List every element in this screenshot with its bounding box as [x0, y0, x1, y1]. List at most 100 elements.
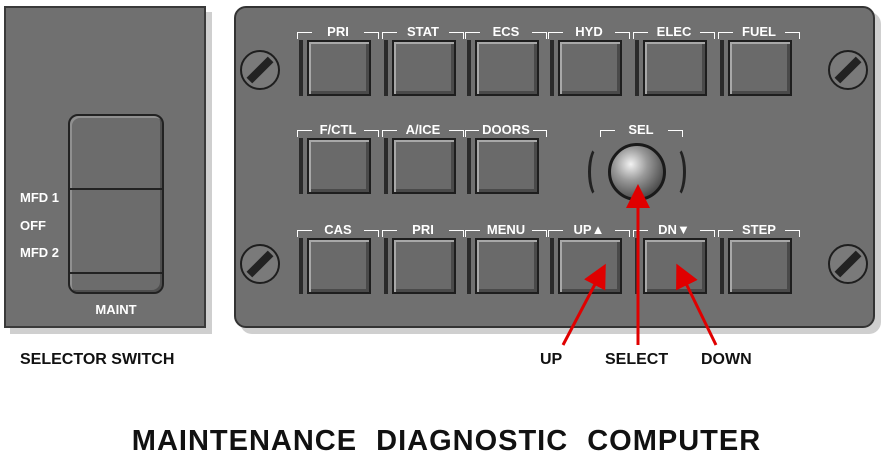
button-rail [720, 40, 724, 96]
panel-button-doors[interactable] [475, 138, 539, 194]
label-bracket [364, 230, 379, 237]
label-bracket [532, 130, 547, 137]
label-bracket [718, 230, 733, 237]
down-callout: DOWN [701, 351, 752, 368]
label-bracket [615, 32, 630, 39]
panel-button-group: MENU [465, 222, 547, 302]
panel-button-group: ELEC [633, 24, 715, 104]
position-label-mfd1: MFD 1 [20, 190, 59, 205]
button-rail [720, 238, 724, 294]
button-label: ECS [465, 24, 547, 40]
page-title: MAINTENANCE DIAGNOSTIC COMPUTER [131, 425, 762, 457]
button-rail [384, 138, 388, 194]
sel-bracket [668, 130, 683, 137]
panel-button-pri[interactable] [307, 40, 371, 96]
panel-button-stat[interactable] [392, 40, 456, 96]
panel-button-pri[interactable] [392, 238, 456, 294]
switch-divider [70, 188, 162, 190]
sel-knob[interactable] [608, 143, 666, 201]
button-label: A/ICE [382, 122, 464, 138]
button-label: ELEC [633, 24, 715, 40]
button-rail [467, 40, 471, 96]
panel-button-group: F/CTL [297, 122, 379, 202]
label-bracket [633, 32, 648, 39]
button-rail [635, 40, 639, 96]
selector-switch-caption: SELECTOR SWITCH [20, 351, 175, 368]
panel-button-aice[interactable] [392, 138, 456, 194]
button-rail [550, 238, 554, 294]
panel-button-fctl[interactable] [307, 138, 371, 194]
label-bracket [449, 130, 464, 137]
label-bracket [700, 230, 715, 237]
label-bracket [700, 32, 715, 39]
button-label: STEP [718, 222, 800, 238]
label-bracket [465, 32, 480, 39]
panel-button-group: A/ICE [382, 122, 464, 202]
label-bracket [548, 230, 563, 237]
button-label: PRI [382, 222, 464, 238]
panel-button-group: STEP [718, 222, 800, 302]
label-bracket [449, 230, 464, 237]
label-bracket [382, 230, 397, 237]
label-bracket [465, 230, 480, 237]
button-label: FUEL [718, 24, 800, 40]
label-bracket [532, 32, 547, 39]
panel-button-cas[interactable] [307, 238, 371, 294]
position-label-mfd2: MFD 2 [20, 245, 59, 260]
label-bracket [364, 32, 379, 39]
screw-icon [828, 50, 868, 90]
sel-label: SEL [628, 122, 654, 137]
button-label: MENU [465, 222, 547, 238]
screw-icon [240, 50, 280, 90]
selector-switch-panel: MFD 1 OFF MFD 2 MAINT [4, 6, 206, 328]
button-label: HYD [548, 24, 630, 40]
panel-button-fuel[interactable] [728, 40, 792, 96]
down-arrow [676, 263, 718, 346]
panel-button-group: DOORS [465, 122, 547, 202]
panel-button-group: FUEL [718, 24, 800, 104]
label-bracket [382, 32, 397, 39]
label-bracket [615, 230, 630, 237]
button-rail [384, 40, 388, 96]
panel-button-elec[interactable] [643, 40, 707, 96]
panel-button-group: CAS [297, 222, 379, 302]
sel-left-arc [588, 146, 608, 198]
panel-button-step[interactable] [728, 238, 792, 294]
screw-icon [240, 244, 280, 284]
label-bracket [297, 32, 312, 39]
select-callout: SELECT [605, 351, 669, 368]
button-label: DN▼ [633, 222, 715, 238]
button-label: F/CTL [297, 122, 379, 138]
label-bracket [785, 230, 800, 237]
screw-icon [828, 244, 868, 284]
label-bracket [548, 32, 563, 39]
label-bracket [364, 130, 379, 137]
up-callout: UP [540, 351, 563, 368]
panel-button-group: PRI [297, 24, 379, 104]
panel-button-menu[interactable] [475, 238, 539, 294]
button-label: PRI [297, 24, 379, 40]
maint-label: MAINT [95, 302, 137, 317]
label-bracket [633, 230, 648, 237]
button-rail [384, 238, 388, 294]
selector-switch[interactable] [68, 114, 164, 294]
panel-button-group: STAT [382, 24, 464, 104]
button-label: DOORS [465, 122, 547, 138]
button-label: CAS [297, 222, 379, 238]
panel-button-hyd[interactable] [558, 40, 622, 96]
button-label: STAT [382, 24, 464, 40]
label-bracket [532, 230, 547, 237]
label-bracket [297, 130, 312, 137]
panel-button-group: HYD [548, 24, 630, 104]
label-bracket [297, 230, 312, 237]
sel-bracket [600, 130, 615, 137]
panel-button-group: PRI [382, 222, 464, 302]
sel-right-arc [666, 146, 686, 198]
up-arrow [561, 263, 606, 346]
panel-button-ecs[interactable] [475, 40, 539, 96]
switch-divider [70, 272, 162, 274]
button-rail [299, 238, 303, 294]
button-rail [299, 40, 303, 96]
button-rail [550, 40, 554, 96]
